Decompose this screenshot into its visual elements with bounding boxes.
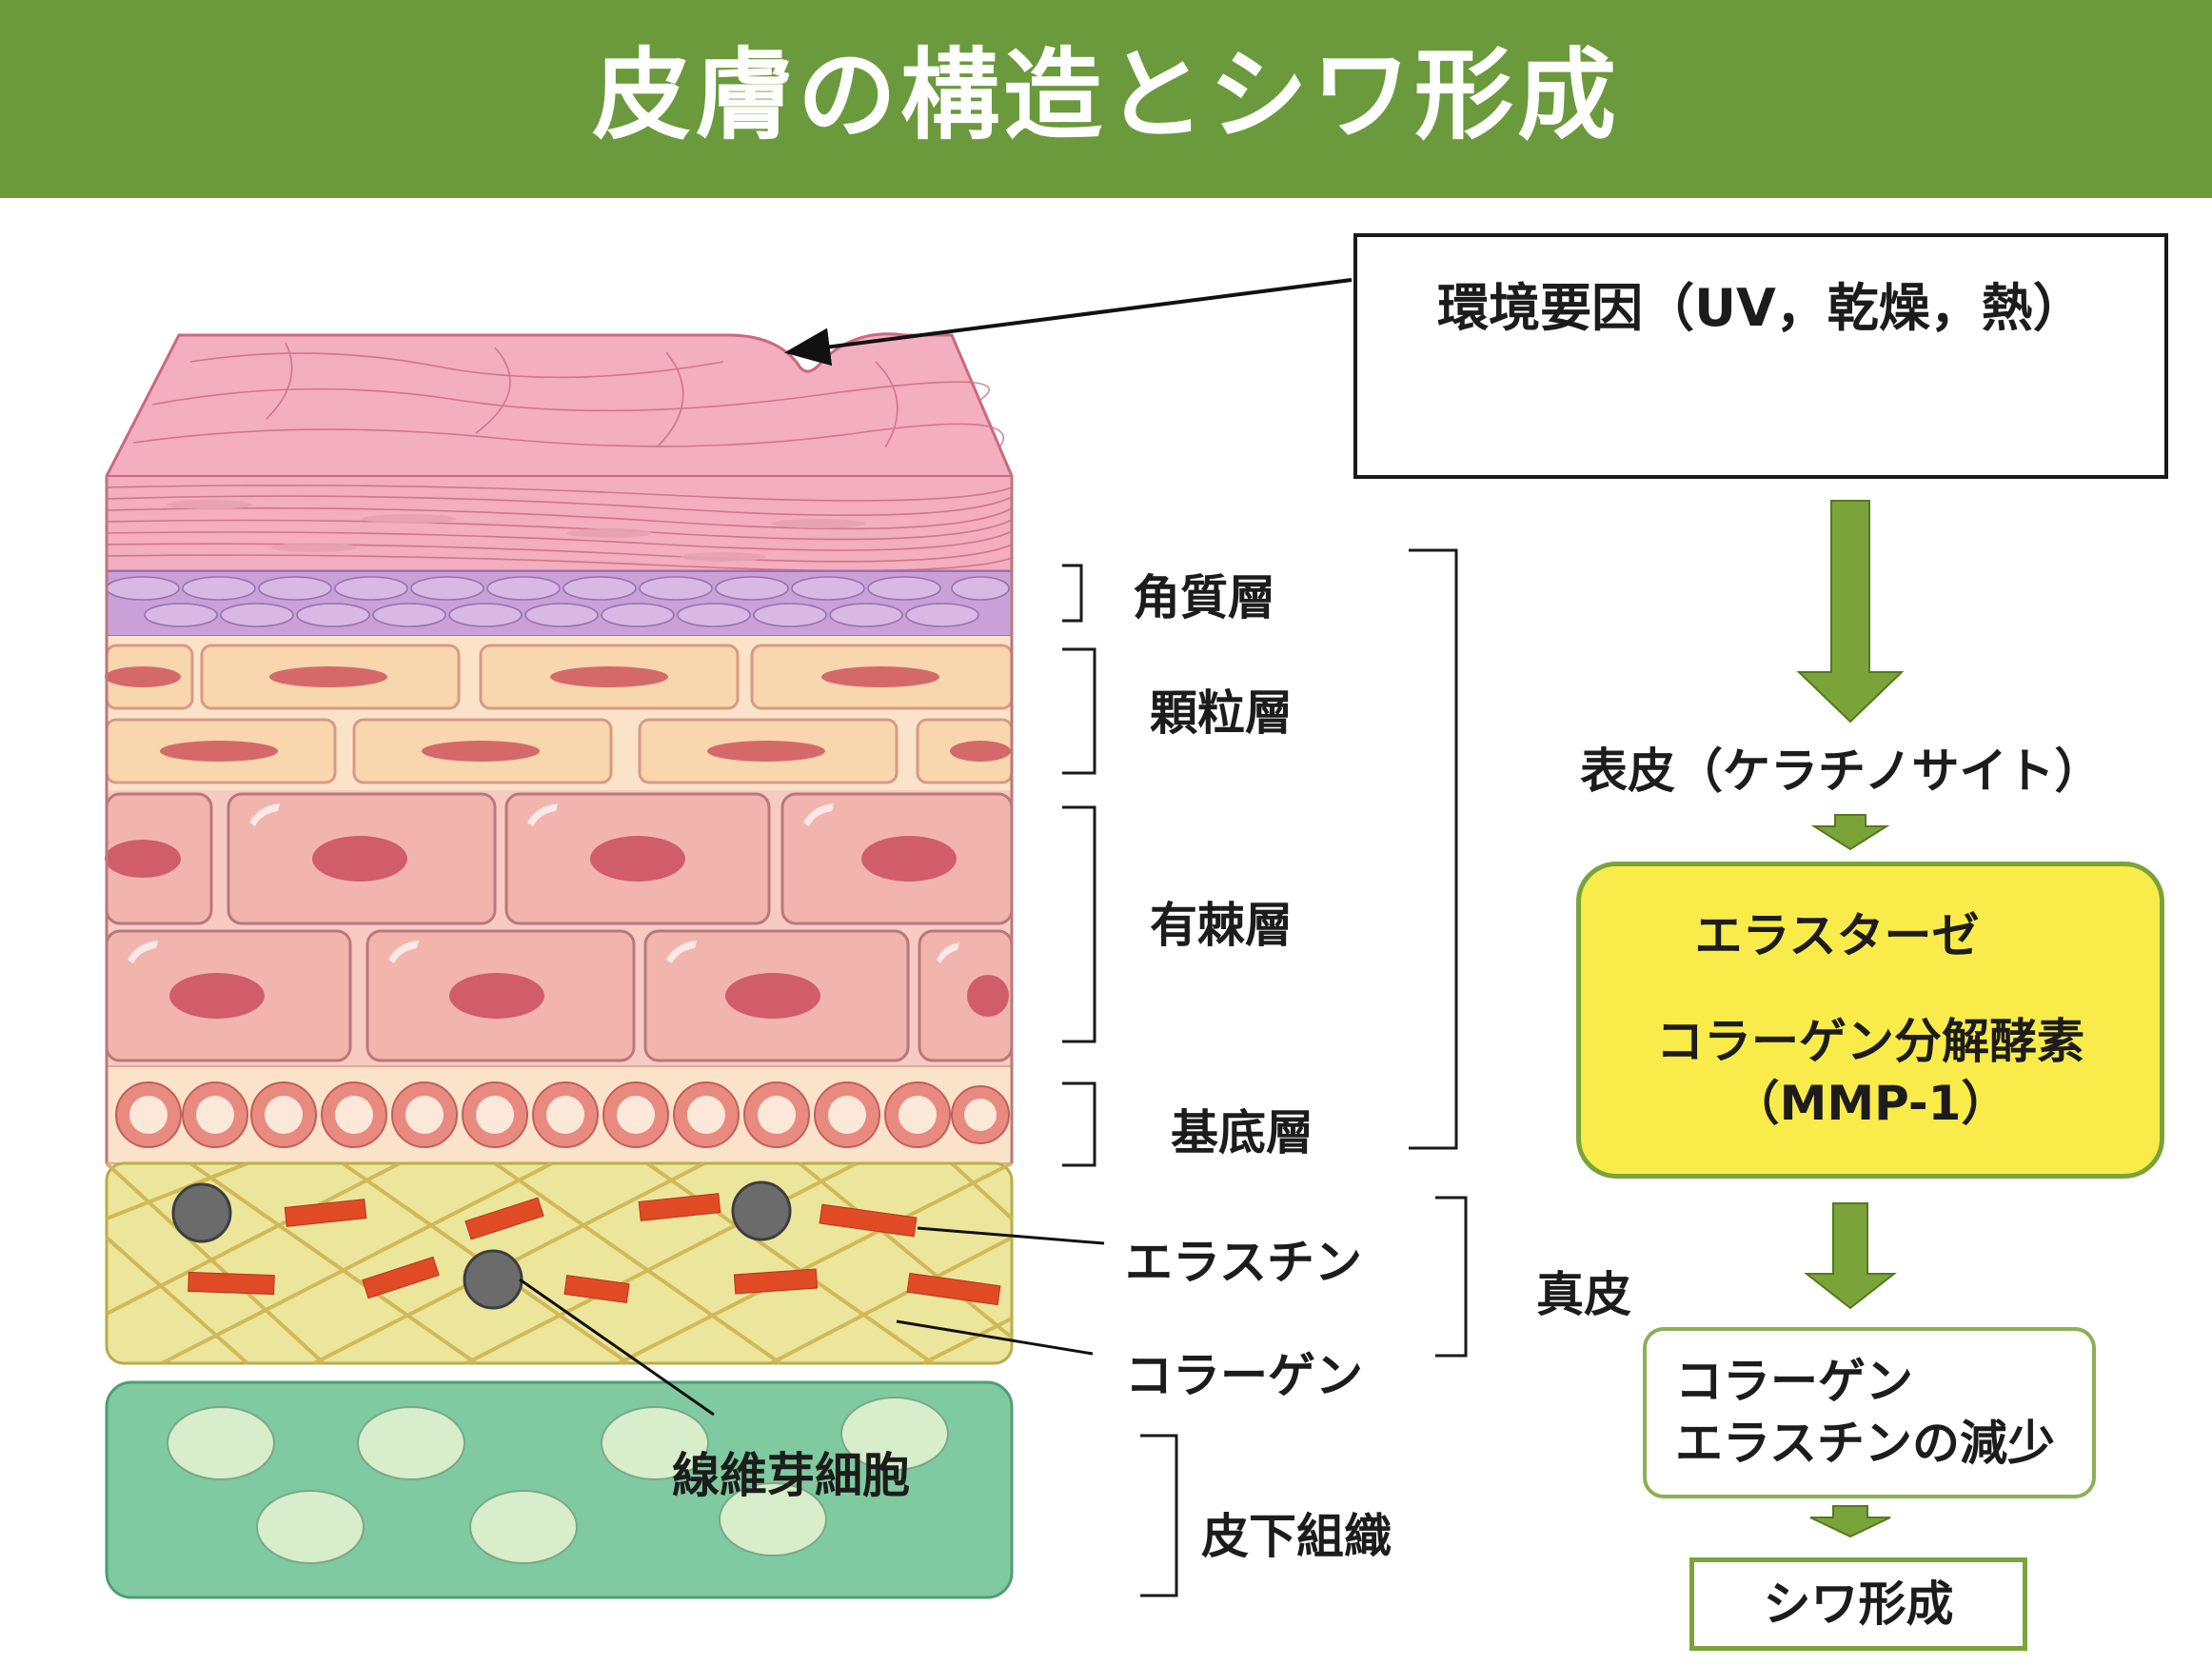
elastase-text: エラスターゼ (1695, 905, 2046, 967)
label-dermis: 真皮 (1536, 1257, 1631, 1325)
label-fibroblast: 線維芽細胞 (672, 1438, 910, 1506)
environmental-factors-text: 環境要因（UV，乾燥，熱） (1437, 275, 2084, 342)
label-stratum-granulosum: 顆粒層 (1150, 675, 1293, 744)
environmental-factors-box: 環境要因（UV，乾燥，熱） (1353, 233, 2168, 479)
granular-purple-band (107, 571, 1012, 636)
label-subcutaneous: 皮下組織 (1201, 1498, 1392, 1567)
env-to-skin-arrow (788, 280, 1352, 352)
enzyme-box: エラスターゼ コラーゲン分解酵素 （MMP-1） (1576, 862, 2164, 1179)
mmp1-text: （MMP-1） (1732, 1073, 2009, 1135)
decrease-box: コラーゲン エラスチンの減少 (1643, 1327, 2096, 1498)
collagenase-text: コラーゲン分解酵素 (1656, 1011, 2084, 1073)
wrinkle-formation-text: シワ形成 (1764, 1574, 1954, 1636)
label-epidermis: 表皮（ケラチノサイト） (1580, 733, 2103, 802)
dermis-layer (107, 1163, 1012, 1363)
decrease-line1: コラーゲン (1675, 1351, 1913, 1413)
label-stratum-spinosum: 有棘層 (1150, 887, 1293, 956)
stratum-corneum-layer (107, 334, 1012, 571)
wrinkle-formation-box: シワ形成 (1689, 1557, 2027, 1651)
label-elastin: エラスチン (1125, 1224, 1362, 1293)
label-collagen: コラーゲン (1125, 1338, 1363, 1406)
decrease-line2: エラスチンの減少 (1675, 1413, 2055, 1475)
label-stratum-corneum: 角質層 (1133, 560, 1275, 628)
label-stratum-basale: 基底層 (1171, 1095, 1313, 1163)
stratum-basale-cells (107, 1066, 1012, 1163)
stratum-spinosum-cells (105, 790, 1012, 1066)
stratum-granulosum-cells (105, 636, 1012, 790)
